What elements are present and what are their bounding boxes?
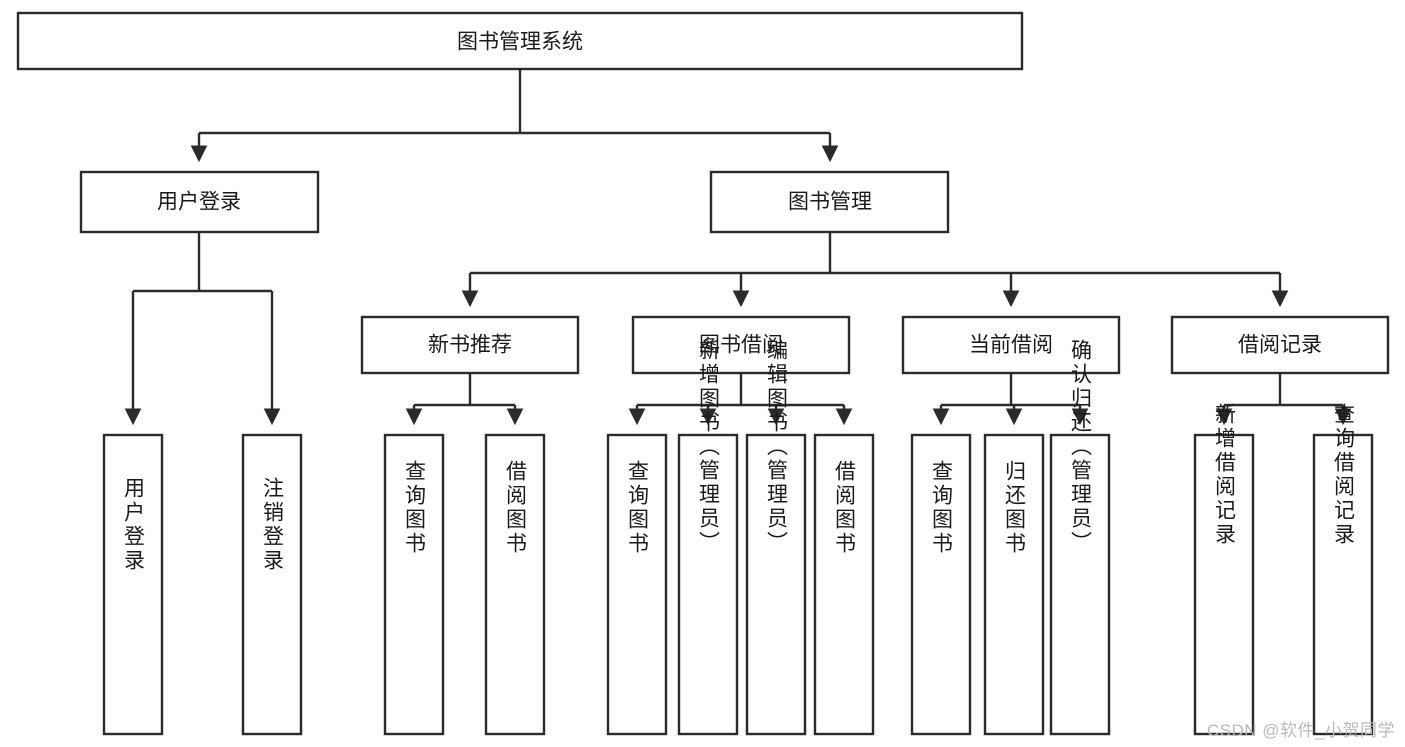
connectors-layer (124, 69, 1352, 426)
node-leaf-add-borrow-record[interactable]: 新增借阅记录 (1193, 403, 1255, 736)
node-user-login[interactable]: 用户登录 (79, 170, 320, 234)
node-leaf-edit-book-admin-label: 编辑图书（管理员） (765, 339, 789, 555)
node-leaf-query-book-1-label: 查询图书 (403, 460, 427, 556)
node-leaf-return-book-label: 归还图书 (1003, 460, 1027, 556)
node-leaf-user-login[interactable]: 用户登录 (102, 433, 164, 736)
node-leaf-edit-book-admin[interactable]: 编辑图书（管理员） (745, 339, 807, 736)
node-user-login-label: 用户登录 (157, 191, 241, 214)
node-leaf-user-login-label: 用户登录 (122, 477, 146, 573)
node-leaf-edit-book-admin-box[interactable] (745, 433, 807, 736)
node-new-book-recommend-box[interactable] (360, 315, 580, 375)
node-leaf-query-book-2[interactable]: 查询图书 (606, 433, 668, 736)
node-root-label: 图书管理系统 (457, 31, 583, 54)
node-leaf-borrow-book-1-box[interactable] (484, 433, 546, 736)
node-current-borrow-box[interactable] (901, 315, 1121, 375)
node-leaf-borrow-book-2[interactable]: 借阅图书 (813, 433, 875, 736)
node-borrow-record[interactable]: 借阅记录 (1170, 315, 1390, 375)
node-leaf-query-book-1-box[interactable] (383, 433, 445, 736)
node-borrow-record-label: 借阅记录 (1238, 334, 1322, 357)
node-leaf-query-borrow-record-label: 查询借阅记录 (1332, 403, 1356, 547)
node-leaf-user-login-box[interactable] (102, 433, 164, 736)
node-root-box[interactable] (16, 11, 1024, 71)
node-leaf-query-borrow-record[interactable]: 查询借阅记录 (1312, 403, 1374, 736)
node-leaf-borrow-book-1[interactable]: 借阅图书 (484, 433, 546, 736)
node-leaf-logout-box[interactable] (241, 433, 303, 736)
node-current-borrow[interactable]: 当前借阅 (901, 315, 1121, 375)
node-book-manage[interactable]: 图书管理 (709, 170, 950, 234)
node-leaf-logout-label: 注销登录 (261, 477, 285, 573)
node-user-login-box[interactable] (79, 170, 320, 234)
node-root[interactable]: 图书管理系统 (16, 11, 1024, 71)
node-leaf-add-borrow-record-label: 新增借阅记录 (1213, 403, 1237, 547)
node-current-borrow-label: 当前借阅 (969, 334, 1053, 357)
node-leaf-return-book-box[interactable] (983, 433, 1045, 736)
node-leaf-add-book-admin[interactable]: 新增图书（管理员） (677, 339, 739, 736)
node-new-book-recommend-label: 新书推荐 (428, 334, 512, 357)
node-leaf-confirm-return-admin-box[interactable] (1049, 433, 1111, 736)
node-leaf-query-book-3[interactable]: 查询图书 (910, 433, 972, 736)
node-book-borrow-label: 图书借阅 (699, 334, 783, 357)
node-leaf-borrow-book-2-label: 借阅图书 (833, 460, 857, 556)
node-leaf-query-book-1[interactable]: 查询图书 (383, 433, 445, 736)
csdn-watermark: CSDN @软件_小贺同学 (1206, 721, 1395, 740)
node-leaf-return-book[interactable]: 归还图书 (983, 433, 1045, 736)
node-leaf-query-book-2-box[interactable] (606, 433, 668, 736)
node-leaf-logout[interactable]: 注销登录 (241, 433, 303, 736)
node-leaf-add-book-admin-label: 新增图书（管理员） (697, 339, 721, 555)
node-leaf-add-book-admin-box[interactable] (677, 433, 739, 736)
node-book-borrow-box[interactable] (631, 315, 851, 375)
node-leaf-query-book-3-label: 查询图书 (930, 460, 954, 556)
node-borrow-record-box[interactable] (1170, 315, 1390, 375)
node-leaf-borrow-book-1-label: 借阅图书 (504, 460, 528, 556)
node-leaf-query-book-2-label: 查询图书 (626, 460, 650, 556)
node-leaf-query-book-3-box[interactable] (910, 433, 972, 736)
node-leaf-add-borrow-record-box[interactable] (1193, 433, 1255, 736)
node-leaf-confirm-return-admin-label: 确认归还（管理员） (1069, 339, 1093, 555)
node-leaf-confirm-return-admin[interactable]: 确认归还（管理员） (1049, 339, 1111, 736)
node-book-borrow[interactable]: 图书借阅 (631, 315, 851, 375)
node-new-book-recommend[interactable]: 新书推荐 (360, 315, 580, 375)
node-book-manage-label: 图书管理 (788, 191, 872, 214)
node-book-manage-box[interactable] (709, 170, 950, 234)
node-leaf-borrow-book-2-box[interactable] (813, 433, 875, 736)
node-leaf-query-borrow-record-box[interactable] (1312, 433, 1374, 736)
